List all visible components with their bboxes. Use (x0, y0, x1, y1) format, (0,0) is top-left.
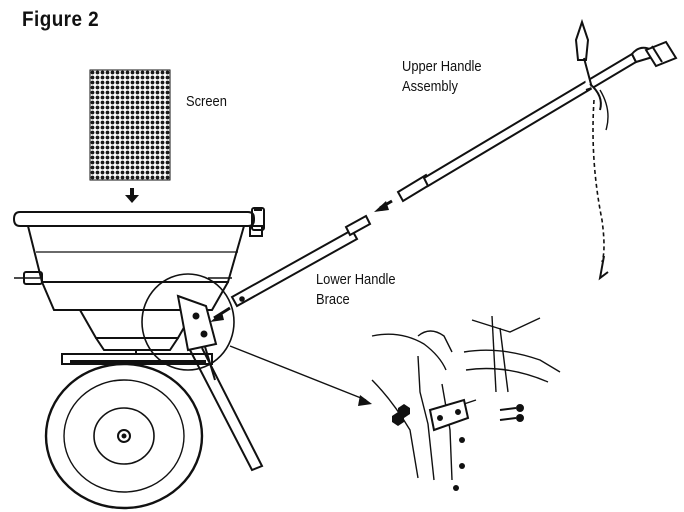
hopper (12, 207, 265, 362)
detail-bracket (428, 398, 470, 432)
control-cable (592, 89, 609, 281)
figure-title: Figure 2 (22, 8, 100, 31)
lower-handle-brace (230, 214, 372, 308)
bolt-icon (499, 404, 524, 422)
detail-circle (141, 273, 235, 371)
detail-rivets (453, 437, 465, 491)
screen-part (89, 69, 171, 181)
detail-inset (371, 315, 561, 481)
bracket-plate (176, 294, 218, 352)
wheel (44, 362, 204, 510)
connect-arrow-icon (374, 199, 393, 212)
upper-handle-assembly (396, 18, 678, 203)
screen-arrow-icon (125, 188, 139, 203)
detail-pointer-arrow (229, 345, 372, 406)
label-upper-handle-line1: Upper Handle (402, 58, 482, 75)
label-lower-brace-line1: Lower Handle (316, 271, 396, 288)
label-lower-brace-line2: Brace (316, 291, 350, 308)
label-screen: Screen (186, 93, 227, 110)
label-upper-handle-line2: Assembly (402, 78, 458, 95)
brace-arrow-icon (210, 306, 231, 322)
